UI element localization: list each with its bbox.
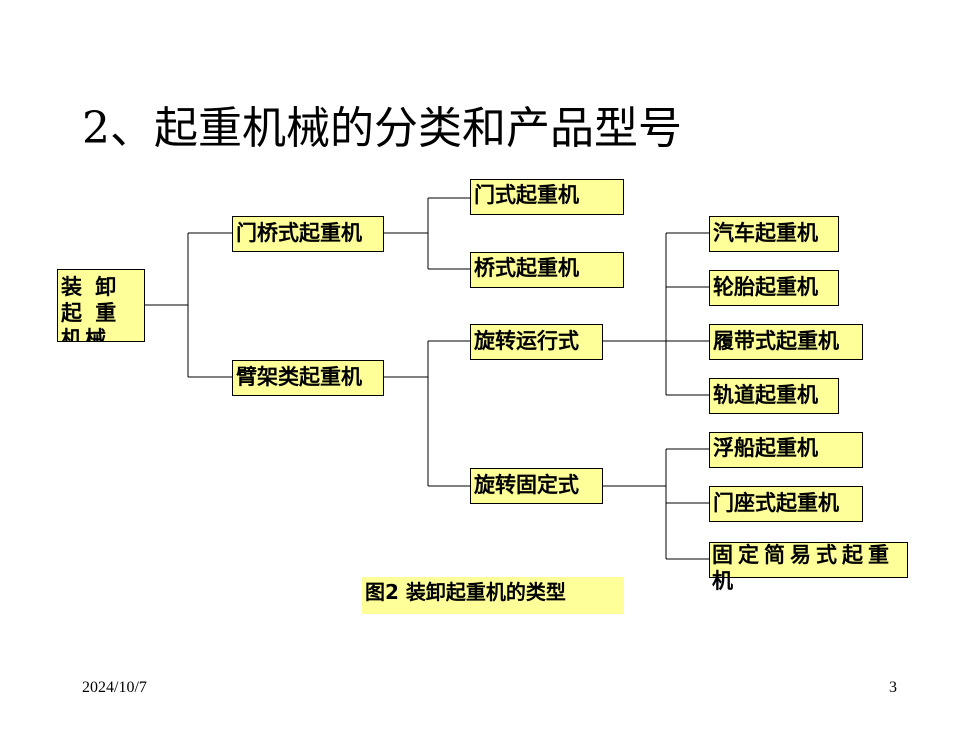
node-truck-crane: 汽车起重机 [709, 216, 839, 252]
slide-date: 2024/10/7 [82, 679, 147, 696]
slide-title: 2、起重机械的分类和产品型号 [82, 103, 682, 154]
node-gantry-bridge: 门桥式起重机 [232, 216, 384, 252]
page-number: 3 [889, 679, 897, 696]
node-slewing-mobile: 旋转运行式 [470, 324, 603, 360]
node-slewing-fixed: 旋转固定式 [470, 468, 603, 504]
node-rail-crane: 轨道起重机 [709, 378, 839, 414]
root-node: 装 卸 起 重机械 [57, 269, 145, 342]
node-crawler-crane: 履带式起重机 [709, 324, 863, 360]
node-tire-crane: 轮胎起重机 [709, 270, 839, 306]
figure-caption: 图2 装卸起重机的类型 [362, 577, 624, 614]
node-jib-type: 臂架类起重机 [232, 360, 384, 396]
node-simple-fixed-crane: 固定简易式起重机 [712, 543, 894, 593]
node-gantry-crane: 门式起重机 [470, 179, 624, 215]
node-bridge-crane: 桥式起重机 [470, 252, 624, 288]
node-floating-crane: 浮船起重机 [709, 432, 863, 468]
node-portal-crane: 门座式起重机 [709, 486, 863, 522]
